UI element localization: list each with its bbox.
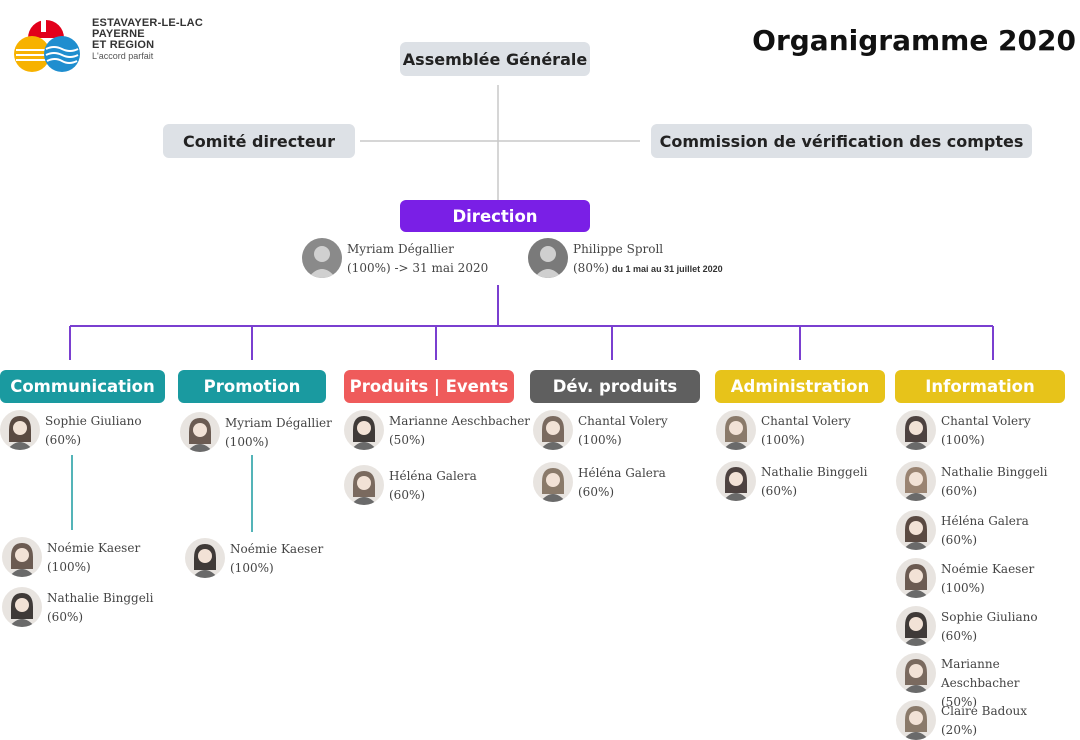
person-percentage: (60%) [941, 533, 978, 547]
person-name: Myriam Dégallier [347, 242, 454, 256]
person-name: Chantal Volery [941, 414, 1031, 428]
person-percentage: (100%) [941, 581, 985, 595]
staff-member: Héléna Galera (60%) [533, 462, 666, 502]
logo-line-3: ET REGION [92, 39, 155, 51]
person-name: Noémie Kaeser [47, 541, 141, 555]
person-avatar [528, 238, 568, 278]
person-percentage: (60%) [941, 629, 978, 643]
person-avatar [185, 538, 225, 578]
direction-box: Direction [400, 200, 590, 232]
staff-member: Marianne Aeschbacher (50%) [896, 653, 1080, 712]
audit-commission-box: Commission de vérification des comptes [651, 124, 1032, 158]
person-avatar [0, 410, 40, 450]
person-name: Philippe Sproll [573, 242, 664, 256]
dept-produits-events: Produits | Events [344, 370, 514, 403]
person-percentage: (60%) [47, 610, 84, 624]
logo-tagline: L'accord parfait [92, 51, 154, 61]
person-name: Claire Badoux [941, 704, 1028, 718]
person-name: Sophie Giuliano [45, 414, 142, 428]
person-percentage: (60%) [761, 484, 798, 498]
logo-text: ESTAVAYER-LE-LAC PAYERNE ET REGION L'acc… [92, 18, 203, 62]
person-note: du 1 mai au 31 juillet 2020 [612, 264, 723, 274]
person-avatar [533, 462, 573, 502]
staff-member: Nathalie Binggeli (60%) [2, 587, 153, 627]
person-name: Héléna Galera [578, 466, 666, 480]
person-percentage: (50%) [941, 695, 978, 709]
person-name: Marianne Aeschbacher [389, 414, 531, 428]
staff-member: Héléna Galera (60%) [896, 510, 1029, 550]
person-percentage: (50%) [389, 433, 426, 447]
person-avatar [533, 410, 573, 450]
person-name: Héléna Galera [941, 514, 1029, 528]
person-name: Héléna Galera [389, 469, 477, 483]
staff-member: Noémie Kaeser (100%) [896, 558, 1034, 598]
person-avatar [2, 537, 42, 577]
staff-member: Noémie Kaeser (100%) [2, 537, 140, 577]
person-percentage: (100%) [230, 561, 274, 575]
staff-member: Noémie Kaeser (100%) [185, 538, 323, 578]
person-percentage: (100%) [578, 433, 622, 447]
person-avatar [180, 412, 220, 452]
person-percentage: (100%) [761, 433, 805, 447]
person-avatar [896, 606, 936, 646]
person-name: Noémie Kaeser [230, 542, 324, 556]
dept-information: Information [895, 370, 1065, 403]
person-avatar [344, 410, 384, 450]
person-avatar [302, 238, 342, 278]
person-percentage: (100%) [47, 560, 91, 574]
logo-line-1: ESTAVAYER-LE-LAC [92, 17, 203, 29]
staff-member: Claire Badoux (20%) [896, 700, 1027, 740]
person-avatar [896, 510, 936, 550]
person-percentage: (60%) [45, 433, 82, 447]
person-name: Nathalie Binggeli [47, 591, 154, 605]
staff-member: Sophie Giuliano (60%) [0, 410, 142, 450]
person-name: Nathalie Binggeli [761, 465, 868, 479]
person-avatar [896, 558, 936, 598]
person-avatar [2, 587, 42, 627]
staff-member: Chantal Volery (100%) [533, 410, 668, 450]
person-avatar [344, 465, 384, 505]
person-percentage: (60%) [578, 485, 615, 499]
logo-line-2: PAYERNE [92, 28, 145, 40]
dept-administration: Administration [715, 370, 885, 403]
person-avatar [896, 410, 936, 450]
staff-member: Chantal Volery (100%) [896, 410, 1031, 450]
assembly-box: Assemblée Générale [400, 42, 590, 76]
person-avatar [716, 410, 756, 450]
committee-box: Comité directeur [163, 124, 355, 158]
person-name: Myriam Dégallier [225, 416, 332, 430]
staff-member: Myriam Dégallier (100%) [180, 412, 332, 452]
person-percentage: (60%) [389, 488, 426, 502]
dept-dev-produits: Dév. produits [530, 370, 700, 403]
person-avatar [716, 461, 756, 501]
person-detail: (80%) [573, 261, 610, 275]
person-avatar [896, 653, 936, 693]
person-detail: (100%) -> 31 mai 2020 [347, 261, 489, 275]
staff-member: Nathalie Binggeli (60%) [896, 461, 1047, 501]
person-percentage: (100%) [941, 433, 985, 447]
direction-person-sproll: Philippe Sproll (80%)du 1 mai au 31 juil… [528, 238, 723, 279]
staff-member: Chantal Volery (100%) [716, 410, 851, 450]
dept-communication: Communication [0, 370, 165, 403]
person-name: Noémie Kaeser [941, 562, 1035, 576]
person-name: Chantal Volery [761, 414, 851, 428]
person-percentage: (60%) [941, 484, 978, 498]
person-name: Sophie Giuliano [941, 610, 1038, 624]
person-name: Chantal Volery [578, 414, 668, 428]
person-avatar [896, 700, 936, 740]
direction-person-degallier: Myriam Dégallier (100%) -> 31 mai 2020 [302, 238, 488, 278]
staff-member: Marianne Aeschbacher (50%) [344, 410, 530, 450]
person-name: Nathalie Binggeli [941, 465, 1048, 479]
staff-member: Héléna Galera (60%) [344, 465, 477, 505]
staff-member: Nathalie Binggeli (60%) [716, 461, 867, 501]
person-percentage: (20%) [941, 723, 978, 737]
dept-promotion: Promotion [178, 370, 326, 403]
person-avatar [896, 461, 936, 501]
page-title: Organigramme 2020 [752, 24, 1076, 57]
staff-member: Sophie Giuliano (60%) [896, 606, 1038, 646]
person-percentage: (100%) [225, 435, 269, 449]
logo-emblem [14, 12, 80, 72]
person-name: Marianne Aeschbacher [941, 657, 1020, 690]
